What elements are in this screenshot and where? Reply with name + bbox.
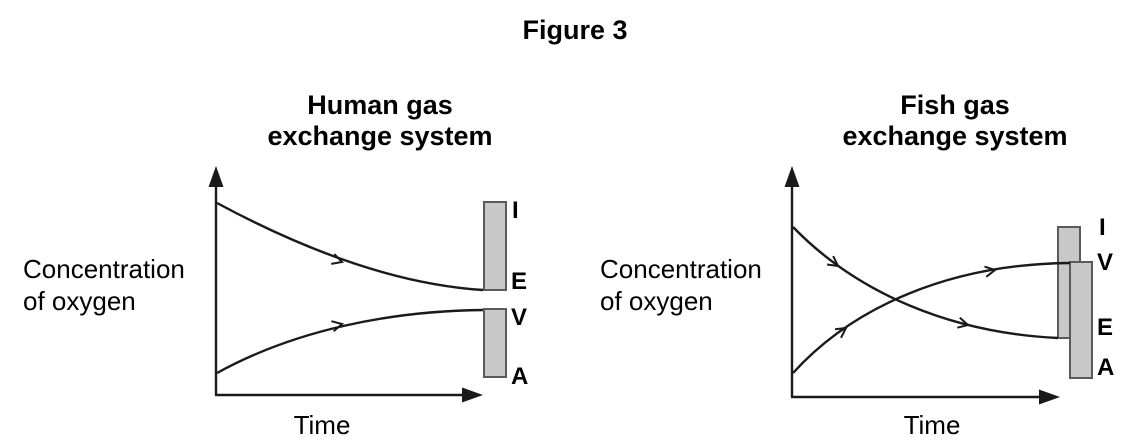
human-bar-ie — [483, 201, 507, 291]
figure-title: Figure 3 — [522, 15, 628, 45]
human-chart-title-line1: Human gas — [307, 90, 453, 120]
fish-rising-curve — [792, 261, 1071, 374]
fish-bar-label-a: A — [1097, 354, 1115, 381]
fish-bar-label-v: V — [1097, 249, 1114, 276]
fish-chart-title-line1: Fish gas — [900, 90, 1010, 120]
human-y-axis-label-line1: Concentration — [23, 254, 185, 284]
human-falling-curve-arrow-icon — [331, 253, 345, 265]
fish-y-axis-label-line2: of oxygen — [600, 286, 713, 316]
human-x-axis-label: Time — [293, 410, 351, 440]
human-bar-label-i: I — [512, 197, 519, 224]
human-y-axis-arrow-icon — [208, 166, 224, 187]
fish-y-axis-label: Concentration of oxygen — [600, 253, 762, 317]
human-falling-curve — [216, 201, 484, 292]
human-rising-curve-arrow-icon — [331, 320, 345, 332]
human-chart-title: Human gas exchange system — [250, 90, 510, 152]
fish-chart-graphics — [784, 166, 1093, 405]
human-chart-graphics — [208, 166, 507, 403]
human-chart-title-line2: exchange system — [267, 121, 493, 151]
fish-bar-label-i: I — [1099, 214, 1106, 241]
fish-x-axis-label: Time — [903, 410, 961, 440]
human-y-axis-label: Concentration of oxygen — [23, 253, 185, 317]
human-x-axis-arrow-icon — [462, 387, 483, 403]
fish-chart-title-line2: exchange system — [842, 121, 1068, 151]
fish-y-axis-label-line1: Concentration — [600, 254, 762, 284]
fish-bar-va — [1069, 261, 1093, 379]
human-bar-label-e: E — [511, 268, 528, 295]
fish-x-axis-arrow-icon — [1039, 389, 1060, 405]
fish-falling-curve-arrow1-icon — [826, 255, 840, 268]
fish-falling-curve-arrow2-icon — [957, 316, 971, 329]
human-bar-va — [483, 308, 507, 378]
human-bar-label-a: A — [511, 363, 529, 390]
fish-chart-title: Fish gas exchange system — [825, 90, 1085, 152]
human-y-axis-label-line2: of oxygen — [23, 286, 136, 316]
human-rising-curve — [216, 308, 484, 375]
fish-falling-curve — [792, 226, 1059, 340]
fish-rising-curve-arrow1-icon — [834, 326, 848, 339]
human-bar-label-v: V — [511, 304, 528, 331]
fish-y-axis-arrow-icon — [784, 166, 800, 187]
fish-bar-label-e: E — [1097, 314, 1114, 341]
fish-rising-curve-arrow2-icon — [984, 265, 998, 278]
